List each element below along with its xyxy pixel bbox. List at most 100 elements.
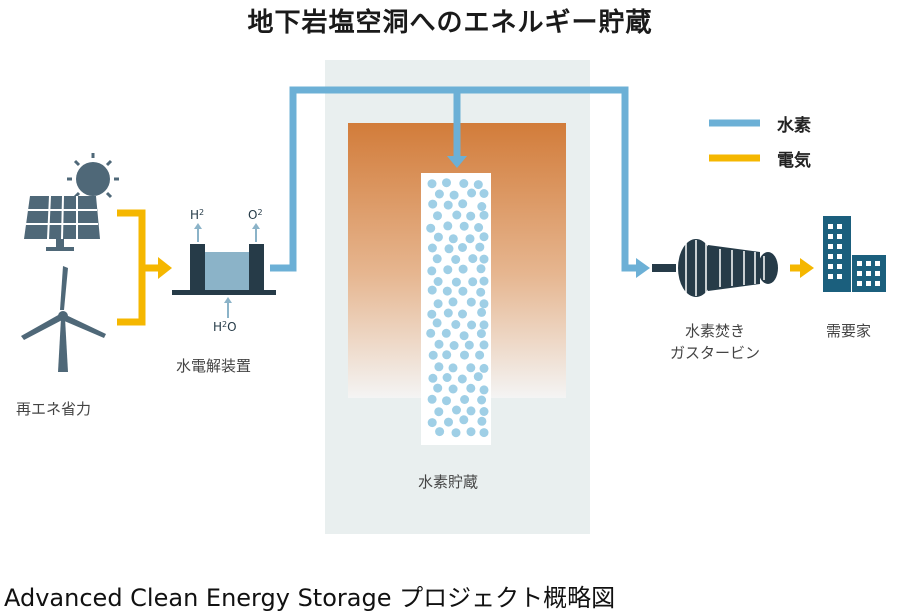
- hydrogen-bubble: [441, 328, 451, 338]
- hydrogen-bubble: [479, 299, 489, 309]
- hydrogen-bubble: [459, 415, 469, 425]
- hydrogen-bubble: [473, 180, 483, 190]
- hydrogen-bubble: [479, 210, 489, 220]
- hydrogen-bubble: [442, 350, 452, 360]
- hydrogen-bubble: [432, 318, 442, 328]
- hydrogen-bubble: [448, 384, 458, 394]
- hydrogen-bubble: [459, 331, 469, 341]
- wind-turbine-icon: [21, 266, 106, 372]
- buildings-icon: [823, 216, 886, 292]
- turbine-label-line2: ガスタービン: [669, 344, 760, 362]
- hydrogen-bubble: [435, 427, 445, 437]
- hydrogen-bubble: [427, 266, 437, 276]
- hydrogen-bubble: [466, 406, 476, 416]
- o2-out-label: O2: [248, 208, 263, 222]
- hydrogen-bubble: [479, 428, 489, 438]
- hydrogen-bubble: [466, 297, 476, 307]
- hydrogen-bubble: [477, 307, 487, 317]
- hydrogen-bubble: [433, 277, 443, 286]
- hydrogen-bubble: [458, 264, 468, 274]
- hydrogen-bubble: [448, 234, 458, 244]
- gas-turbine-icon: [652, 239, 778, 297]
- solar-panel-icon: [24, 195, 100, 251]
- hydrogen-bubble: [479, 407, 489, 416]
- hydrogen-bubble: [468, 254, 478, 264]
- hydrogen-bubble: [451, 277, 461, 287]
- hydrogen-bubble: [479, 340, 489, 350]
- hydrogen-bubble: [448, 363, 458, 373]
- hydrogen-bubble: [442, 178, 451, 188]
- hydrogen-bubble: [467, 188, 477, 198]
- hydrogen-bubble: [451, 255, 461, 264]
- electrolyzer-icon: [172, 223, 276, 318]
- hydrogen-bubble: [457, 374, 467, 384]
- hydrogen-bubble: [443, 221, 453, 231]
- hydrogen-bubble: [467, 320, 477, 330]
- hydrogen-bubble: [475, 242, 485, 252]
- hydrogen-bubble: [477, 202, 487, 211]
- hydrogen-bubble: [427, 243, 437, 253]
- hydrogen-bubble: [428, 199, 438, 209]
- hydrogen-bubble: [433, 383, 443, 393]
- hydrogen-bubble: [466, 211, 476, 221]
- hydrogen-bubble: [452, 210, 462, 220]
- hydrogen-bubble: [466, 363, 476, 373]
- hydrogen-bubble: [427, 394, 437, 404]
- hydrogen-bubble: [476, 264, 486, 274]
- hydrogen-bubble: [479, 320, 489, 330]
- hydrogen-bubble: [443, 308, 453, 318]
- hydrogen-bubble: [477, 395, 487, 405]
- hydrogen-bubble: [479, 189, 489, 198]
- hydrogen-bubble: [427, 179, 437, 189]
- sun-icon: [67, 153, 119, 205]
- hydrogen-storage-cavern: [421, 173, 491, 445]
- hydrogen-pipe: [270, 86, 640, 272]
- hydrogen-bubble: [452, 405, 461, 415]
- storage-label: 水素貯蔵: [418, 473, 479, 491]
- legend-electricity-label: 電気: [777, 151, 811, 171]
- hydrogen-bubble: [434, 362, 444, 372]
- hydrogen-bubble: [444, 417, 453, 427]
- hydrogen-bubble: [458, 309, 467, 319]
- hydrogen-bubble: [468, 277, 478, 287]
- arrow-into-turbine: [636, 258, 650, 278]
- hydrogen-bubble: [460, 395, 470, 404]
- turbine-label-line1: 水素焚き: [684, 322, 745, 340]
- hydrogen-bubble: [464, 340, 474, 350]
- hydrogen-bubble: [477, 416, 487, 426]
- diagram-title: 地下岩塩空洞へのエネルギー貯蔵: [247, 8, 653, 38]
- hydrogen-bubble: [427, 418, 437, 428]
- hydrogen-bubble: [428, 373, 438, 383]
- hydrogen-bubble: [426, 223, 436, 233]
- hydrogen-bubble: [442, 286, 452, 296]
- hydrogen-bubble: [427, 285, 437, 295]
- hydrogen-bubble: [432, 254, 442, 264]
- hydrogen-bubble: [443, 200, 453, 210]
- hydrogen-bubble: [434, 339, 444, 349]
- hydrogen-bubble: [458, 199, 468, 209]
- arrow-into-storage: [447, 156, 467, 168]
- hydrogen-bubble: [451, 320, 461, 329]
- hydrogen-bubble: [448, 297, 458, 307]
- hydrogen-bubble: [475, 350, 485, 360]
- renewables-label: 再エネ省力: [16, 400, 92, 418]
- hydrogen-bubble: [458, 243, 467, 252]
- hydrogen-bubble: [442, 373, 452, 382]
- hydrogen-bubble: [459, 179, 469, 188]
- hydrogen-bubble: [433, 299, 443, 309]
- hydrogen-bubble: [460, 350, 469, 360]
- hydrogen-bubble: [459, 221, 469, 231]
- hydrogen-bubble: [466, 383, 476, 393]
- hydrogen-bubble: [458, 286, 468, 296]
- hydrogen-bubble: [434, 189, 444, 199]
- legend-hydrogen-label: 水素: [777, 116, 811, 136]
- hydrogen-bubble: [442, 396, 451, 406]
- hydrogen-bubble: [474, 223, 484, 232]
- hydrogen-bubble: [479, 385, 489, 395]
- arrow-into-electrolyzer: [158, 257, 172, 279]
- hydrogen-bubble: [428, 350, 438, 360]
- water-in-label: H2O: [213, 320, 237, 334]
- hydrogen-bubble: [451, 428, 461, 438]
- hydrogen-bubble: [443, 265, 453, 275]
